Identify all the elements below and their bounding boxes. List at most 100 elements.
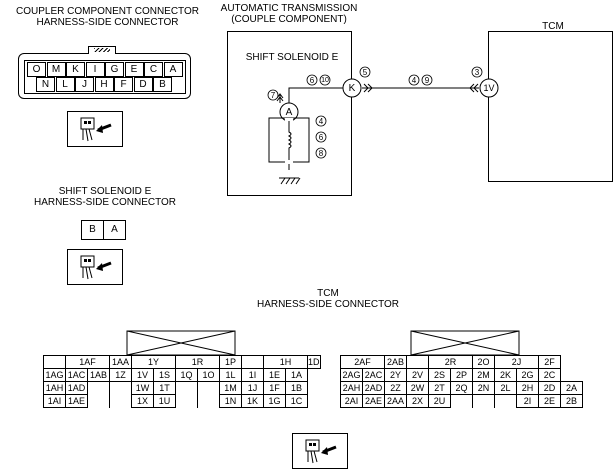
coupler-pin: C bbox=[144, 62, 163, 77]
coupler-pin: F bbox=[114, 77, 133, 92]
tcm-connector-title-line2: HARNESS-SIDE CONNECTOR bbox=[256, 299, 400, 310]
tcm-terminal-cell bbox=[87, 394, 110, 408]
tcm-terminal-cell: 1R bbox=[175, 355, 220, 369]
tcm-connector-view-icon bbox=[292, 433, 348, 469]
terminal-7: 7 bbox=[270, 91, 276, 100]
terminal-3: 3 bbox=[474, 68, 480, 77]
terminal-k: K bbox=[348, 83, 356, 94]
tcm-terminal-cell: 2P bbox=[450, 368, 473, 382]
tcm-terminal-cell: 1W bbox=[131, 381, 154, 395]
tcm-terminal-cell: 1V bbox=[131, 368, 154, 382]
coupler-pin: M bbox=[46, 62, 66, 77]
coupler-pin: B bbox=[153, 77, 172, 92]
shift-solenoid-connector-view-icon bbox=[67, 249, 123, 285]
tcm-terminal-cell: 2K bbox=[494, 368, 517, 382]
tcm-terminal-cell: 2N bbox=[472, 381, 495, 395]
tcm-terminal-cell: 1AF bbox=[65, 355, 110, 369]
tcm-terminal-cell: 2E bbox=[538, 394, 561, 408]
coupler-pin: E bbox=[124, 62, 144, 77]
tcm-terminal-cell: 2AE bbox=[362, 394, 385, 408]
tcm-box bbox=[488, 31, 613, 182]
tcm-terminal-cell: 2AH bbox=[340, 381, 363, 395]
tcm-terminal-cell: 2H bbox=[516, 381, 539, 395]
tcm-terminal-cell: 1S bbox=[153, 368, 176, 382]
tcm-terminal-cell: 1G bbox=[263, 394, 286, 408]
tcm-terminal-cell: 2W bbox=[406, 381, 429, 395]
at-title-line2: (COUPLE COMPONENT) bbox=[231, 14, 347, 25]
tcm-terminal-cell bbox=[175, 394, 198, 408]
terminal-8: 8 bbox=[318, 149, 324, 158]
terminal-1v: 1V bbox=[483, 83, 495, 93]
wire-terminal-9: 9 bbox=[424, 76, 430, 85]
coupler-pin: I bbox=[85, 62, 105, 77]
coupler-pin: O bbox=[27, 62, 46, 77]
shift-solenoid-pin-a: A bbox=[103, 220, 126, 240]
tcm-terminal-cell: 2AB bbox=[384, 355, 407, 369]
tcm-terminal-cell bbox=[494, 394, 517, 408]
tcm-terminal-cell: 1Z bbox=[109, 368, 132, 382]
tcm-terminal-cell: 1Y bbox=[131, 355, 176, 369]
tcm-terminal-cell bbox=[561, 369, 583, 382]
tcm-terminal-cell: 2F bbox=[538, 355, 561, 369]
tcm-terminal-cell: 1AA bbox=[109, 355, 132, 369]
coupler-title-line2: HARNESS-SIDE CONNECTOR bbox=[36, 17, 179, 28]
tcm-terminal-cell: 2Z bbox=[384, 381, 407, 395]
tcm-terminal-cell: 2C bbox=[538, 368, 561, 382]
tcm-terminal-cell: 1AC bbox=[65, 368, 88, 382]
tcm-terminal-cell: 1O bbox=[197, 368, 220, 382]
tcm-terminal-cell: 1U bbox=[153, 394, 176, 408]
terminal-a: A bbox=[285, 107, 293, 118]
tcm-terminal-cell: 2AI bbox=[340, 394, 363, 408]
tcm-terminal-cell bbox=[109, 394, 132, 408]
tcm-connector-title-line1: TCM bbox=[317, 288, 339, 299]
tcm-terminal-cell: 2AG bbox=[340, 368, 363, 382]
tcm-terminal-cell: 2J bbox=[494, 355, 539, 369]
at-title-line1: AUTOMATIC TRANSMISSION bbox=[220, 3, 358, 14]
tcm-terminal-cell: 1H bbox=[263, 355, 308, 369]
tcm-terminal-cell: 2M bbox=[472, 368, 495, 382]
terminal-5: 5 bbox=[362, 68, 368, 77]
coupler-pin: A bbox=[163, 62, 183, 77]
coupler-pin: D bbox=[133, 77, 153, 92]
tcm-terminal-cell: 2AD bbox=[362, 381, 385, 395]
coupler-pin: H bbox=[94, 77, 114, 92]
tcm-terminal-cell: 1L bbox=[219, 368, 242, 382]
tcm-terminal-cell: 2Y bbox=[384, 368, 407, 382]
tcm-terminal-cell: 2G bbox=[516, 368, 539, 382]
tcm-terminal-cell: 2Q bbox=[450, 381, 473, 395]
tcm-terminal-cell: 2A bbox=[560, 381, 583, 395]
tcm-terminal-cell: 2D bbox=[538, 381, 561, 395]
tcm-terminal-cell: 1AE bbox=[65, 394, 88, 408]
tcm-terminal-cell: 2U bbox=[428, 394, 451, 408]
tcm-terminal-cell: 1N bbox=[219, 394, 242, 408]
tcm-terminal-cell bbox=[175, 381, 198, 395]
tcm-terminal-cell bbox=[197, 394, 220, 408]
tcm-terminal-cell: 1AG bbox=[43, 368, 66, 382]
coupler-pin: K bbox=[66, 62, 85, 77]
tcm-terminal-cell bbox=[197, 381, 220, 395]
tcm-terminal-cell: 1AB bbox=[87, 368, 110, 382]
tcm-terminal-cell: 1C bbox=[285, 394, 308, 408]
coupler-connector-lock-hatch bbox=[94, 48, 110, 52]
tcm-terminal-cell bbox=[87, 381, 110, 395]
tcm-terminal-cell: 1M bbox=[219, 381, 242, 395]
tcm-terminal-cell: 1F bbox=[263, 381, 286, 395]
tcm-terminal-cell bbox=[472, 394, 495, 408]
tcm-terminal-cell: 2O bbox=[472, 355, 495, 369]
tcm-terminal-cell: 1AI bbox=[43, 394, 66, 408]
coupler-pin: N bbox=[36, 77, 55, 92]
tcm-terminal-cell bbox=[406, 355, 429, 369]
tcm-terminal-cell bbox=[109, 381, 132, 395]
shift-solenoid-connector-title-line2: HARNESS-SIDE CONNECTOR bbox=[33, 197, 177, 208]
tcm-terminal-cell bbox=[561, 356, 583, 369]
